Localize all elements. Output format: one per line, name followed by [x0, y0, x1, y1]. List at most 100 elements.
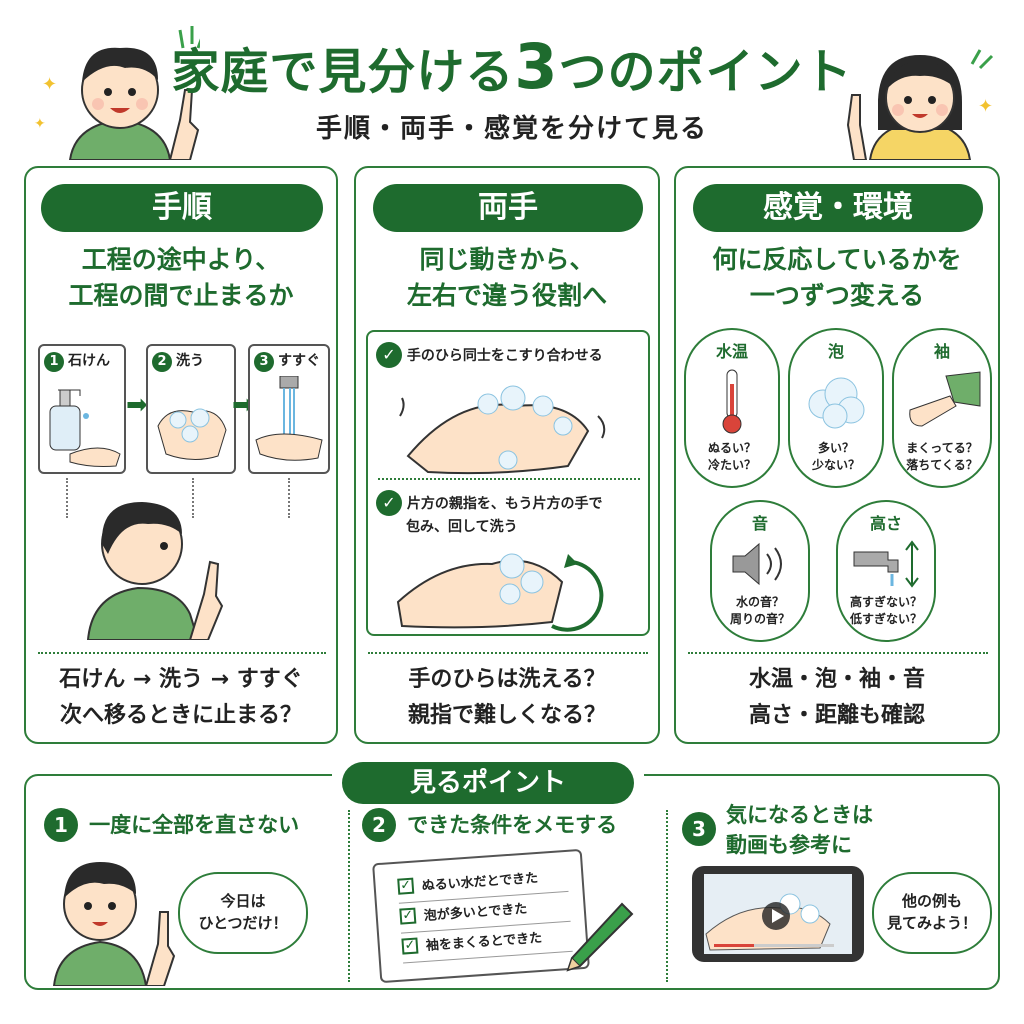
sensory-panel: 感覚・環境 何に反応しているかを 一つずつ変える 水温 ぬるい？ 冷たい？ 泡 … — [674, 166, 1000, 744]
rinsing-hands-icon — [255, 375, 323, 461]
sensory-bottom-line1: 水温・泡・袖・音 — [748, 667, 925, 692]
page-subtitle: 手順・両手・感覚を分けて見る — [315, 114, 708, 144]
both-hands-bottom-line1: 手のひらは洗える？ — [408, 667, 606, 692]
sensory-bottom-line2: 高さ・距離も確認 — [748, 703, 925, 728]
factor-label: 泡 — [827, 342, 844, 361]
factor-question: まくってる？ — [906, 441, 978, 455]
factor-label: 水温 — [715, 342, 748, 361]
bubble-text: 他の例も — [901, 892, 962, 910]
point-text-line2: 動画も参考に — [726, 833, 852, 857]
memo-text: 泡が多いとできた — [423, 901, 528, 924]
step-label: すすぐ — [278, 353, 320, 369]
soap-dispenser-icon — [49, 389, 121, 467]
dotted-connector — [192, 478, 194, 518]
check-icon: ✓ — [376, 342, 402, 368]
point-number: 2 — [362, 808, 396, 842]
title-part2: つのポイント — [558, 44, 853, 100]
washing-hands-icon — [157, 408, 227, 460]
checkbox-checked-icon: ✓ — [397, 877, 415, 895]
factor-sound: 音 水の音？ 周りの音？ — [710, 500, 810, 642]
boy-finger-up-illustration — [52, 862, 176, 986]
point-text: 一度に全部を直さない — [89, 813, 300, 837]
both-hands-heading-line2: 左右で違う役割へ — [406, 281, 607, 310]
divider — [38, 652, 326, 654]
factor-question: ぬるい？ — [707, 441, 756, 455]
both-hands-pill: 両手 — [373, 184, 643, 232]
svg-text:✦: ✦ — [34, 116, 46, 132]
check-icon: ✓ — [376, 490, 402, 516]
procedure-bottom-line1: 石けん → 洗う → すすぐ — [59, 667, 303, 692]
viewing-points-pill: 見るポイント — [342, 762, 634, 804]
memo-text: ぬるい水だとできた — [421, 870, 539, 895]
smartphone-video-icon — [692, 866, 864, 962]
factor-label: 高さ — [869, 514, 902, 533]
thumb-washing-icon — [396, 553, 604, 632]
memo-text: 袖をまくるとできた — [425, 930, 543, 954]
hand-actions-box: ✓ 手のひら同士をこすり合わせる ✓ 片方の親指を、もう片方の手で 包み、回して… — [366, 330, 650, 636]
factor-label: 袖 — [933, 342, 950, 361]
viewing-points-panel: 見るポイント 1 一度に全部を直さない 今日は ひとつだけ！ 2 できた条件をメ… — [24, 760, 1000, 990]
title-part1: 家庭で見分ける — [171, 44, 515, 100]
title-number: 3 — [514, 30, 559, 103]
factor-question: 冷たい？ — [707, 458, 756, 472]
procedure-bottom-line2: 次へ移るときに止まる？ — [59, 703, 302, 728]
divider — [688, 652, 988, 654]
foam-bubbles-icon — [808, 377, 865, 429]
divider — [348, 810, 350, 982]
factor-height: 高さ 高すぎない？ 低すぎない？ — [836, 500, 936, 642]
boy-thinking-illustration — [86, 502, 224, 640]
boy-pointing-illustration: ✦ ✦ — [34, 26, 200, 160]
checkbox-checked-icon: ✓ — [399, 907, 417, 925]
bubble-text: 今日は — [220, 892, 266, 910]
hand-action-text: 片方の親指を、もう片方の手で — [406, 496, 603, 512]
dotted-connector — [66, 478, 68, 518]
faucet-height-icon — [853, 540, 919, 588]
hand-action-text: 手のひら同士をこすり合わせる — [406, 348, 603, 364]
point-1-header: 1 一度に全部を直さない — [44, 808, 344, 844]
sensory-heading-line2: 一つずつ変える — [749, 281, 925, 310]
sensory-heading-line1: 何に反応しているかを — [712, 245, 962, 274]
checkbox-checked-icon: ✓ — [401, 936, 419, 955]
speech-bubble-1: 今日は ひとつだけ！ — [178, 872, 308, 954]
procedure-pill: 手順 — [41, 184, 323, 232]
sensory-pill: 感覚・環境 — [693, 184, 983, 232]
factor-question: 多い？ — [817, 441, 854, 455]
pencil-icon — [566, 902, 634, 972]
step-label: 洗う — [176, 353, 204, 369]
svg-text:✦: ✦ — [978, 96, 993, 117]
both-hands-bottom-line2: 親指で難しくなる？ — [407, 703, 606, 728]
point-3-header: 3 気になるときは 動画も参考に — [682, 800, 982, 860]
page-title: 家庭で見分ける3つのポイント — [0, 30, 1024, 103]
svg-text:✦: ✦ — [42, 74, 57, 95]
factor-question: 落ちてくる？ — [906, 458, 978, 472]
factor-question: 水の音？ — [735, 595, 784, 609]
factor-sleeve: 袖 まくってる？ 落ちてくる？ — [892, 328, 992, 488]
factor-question: 少ない？ — [811, 458, 860, 472]
speaker-icon — [732, 542, 782, 586]
point-2-header: 2 できた条件をメモする — [362, 808, 682, 844]
divider — [378, 478, 640, 480]
arrow-right-icon: ➡ — [126, 390, 148, 420]
step-number: 2 — [152, 352, 172, 372]
factor-question: 低すぎない？ — [849, 612, 922, 626]
step-label: 石けん — [68, 353, 110, 369]
divider — [666, 810, 668, 982]
point-number: 3 — [682, 812, 716, 846]
dotted-connector — [288, 478, 290, 518]
point-text: できた条件をメモする — [407, 813, 618, 837]
point-number: 1 — [44, 808, 78, 842]
hand-action-item2: ✓ 片方の親指を、もう片方の手で 包み、回して洗う — [376, 490, 648, 538]
hand-action-item1: ✓ 手のひら同士をこすり合わせる — [376, 342, 644, 369]
procedure-heading-line2: 工程の間で止まるか — [68, 281, 294, 310]
factor-question: 周りの音？ — [729, 612, 790, 626]
both-hands-panel: 両手 同じ動きから、 左右で違う役割へ ✓ 手のひら同士をこすり合わせる ✓ 片… — [354, 166, 660, 744]
factor-foam: 泡 多い？ 少ない？ — [788, 328, 884, 488]
bubble-text: 見てみよう！ — [886, 914, 977, 932]
palms-rubbing-icon — [399, 385, 606, 475]
bubble-text: ひとつだけ！ — [198, 914, 288, 932]
hand-action-text: 包み、回して洗う — [406, 519, 518, 535]
